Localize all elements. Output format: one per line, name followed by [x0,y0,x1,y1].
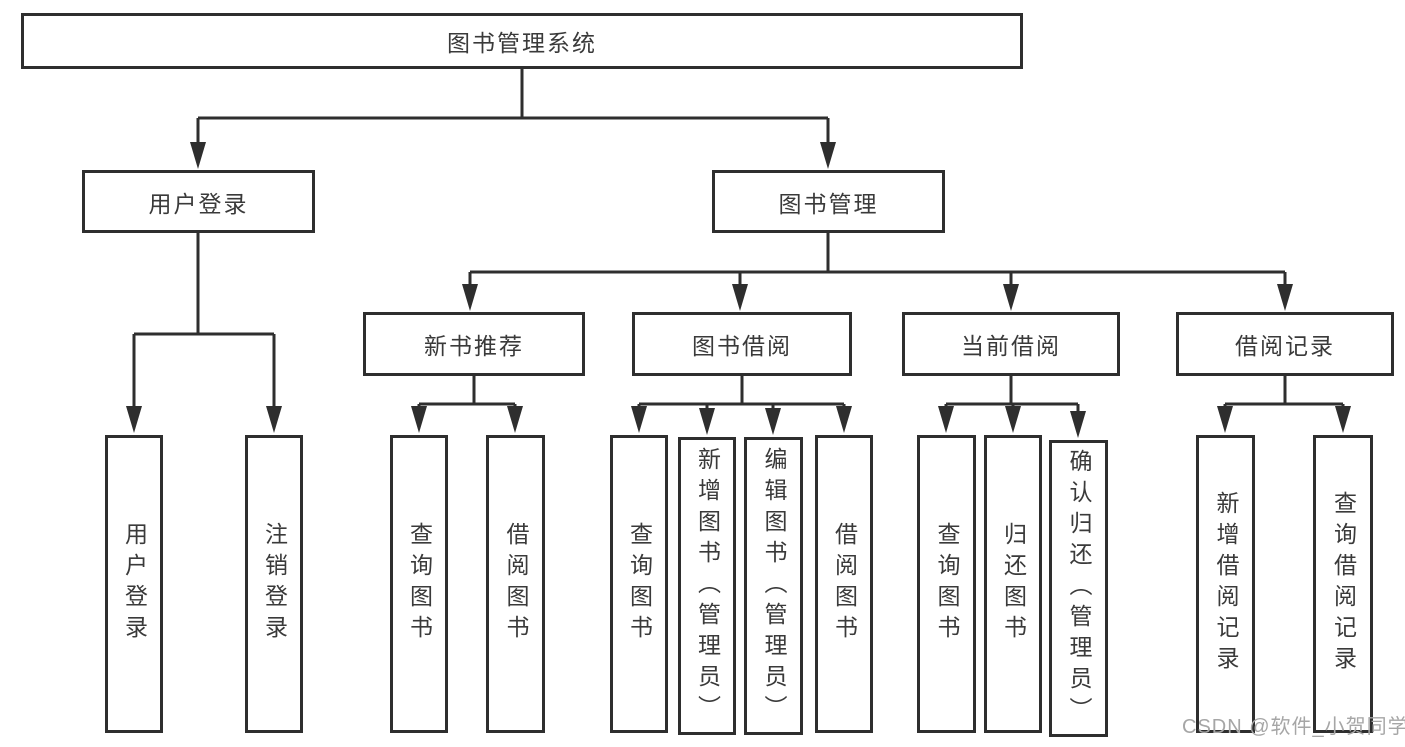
leaf-bb-query-books: 查询图书 [610,435,668,733]
leaf-nbr-borrow-books: 借阅图书 [486,435,545,733]
leaf-br-query-record-label: 查询借阅记录 [1330,491,1357,677]
leaf-bb-borrow-books-label: 借阅图书 [831,522,858,646]
node-borrow-records-label: 借阅记录 [1235,333,1335,359]
node-current-borrowing: 当前借阅 [902,312,1120,376]
node-book-management: 图书管理 [712,170,945,233]
node-book-management-label: 图书管理 [778,190,879,217]
node-new-book-recommend: 新书推荐 [363,312,585,376]
node-borrow-records: 借阅记录 [1176,312,1394,376]
leaf-br-query-record: 查询借阅记录 [1313,435,1373,733]
leaf-bb-query-books-label: 查询图书 [626,522,653,646]
leaf-user-login-label: 用户登录 [121,522,148,646]
leaf-nbr-query-books: 查询图书 [390,435,448,733]
node-book-borrowing-label: 图书借阅 [692,333,792,359]
leaf-bb-edit-books-admin-label: 编辑图书（管理员） [761,446,787,726]
csdn-watermark: CSDN @软件_小贺同学 [1182,716,1405,738]
leaf-logout-label: 注销登录 [261,522,288,646]
leaf-nbr-query-books-label: 查询图书 [406,522,433,646]
node-current-borrowing-label: 当前借阅 [961,333,1061,359]
leaf-cb-confirm-return-admin-label: 确认归还（管理员） [1066,449,1092,728]
leaf-cb-return-books-label: 归还图书 [1000,522,1027,646]
node-book-borrowing: 图书借阅 [632,312,852,376]
node-user-login-label: 用户登录 [148,190,249,217]
leaf-user-login: 用户登录 [105,435,163,733]
leaf-bb-borrow-books: 借阅图书 [815,435,873,733]
leaf-bb-edit-books-admin: 编辑图书（管理员） [744,437,803,735]
leaf-cb-query-books: 查询图书 [917,435,976,733]
leaf-bb-add-books-admin: 新增图书（管理员） [678,437,736,735]
leaf-cb-confirm-return-admin: 确认归还（管理员） [1049,440,1108,737]
node-root-label: 图书管理系统 [447,30,597,56]
leaf-nbr-borrow-books-label: 借阅图书 [503,522,529,646]
node-user-login: 用户登录 [82,170,315,233]
leaf-br-add-record-label: 新增借阅记录 [1213,491,1239,677]
node-new-book-recommend-label: 新书推荐 [424,333,524,359]
leaf-bb-add-books-admin-label: 新增图书（管理员） [694,446,721,726]
leaf-logout: 注销登录 [245,435,303,733]
node-root: 图书管理系统 [21,13,1023,69]
leaf-br-add-record: 新增借阅记录 [1196,435,1255,733]
leaf-cb-query-books-label: 查询图书 [934,522,960,646]
arrowheads [126,142,1351,438]
leaf-cb-return-books: 归还图书 [984,435,1042,733]
